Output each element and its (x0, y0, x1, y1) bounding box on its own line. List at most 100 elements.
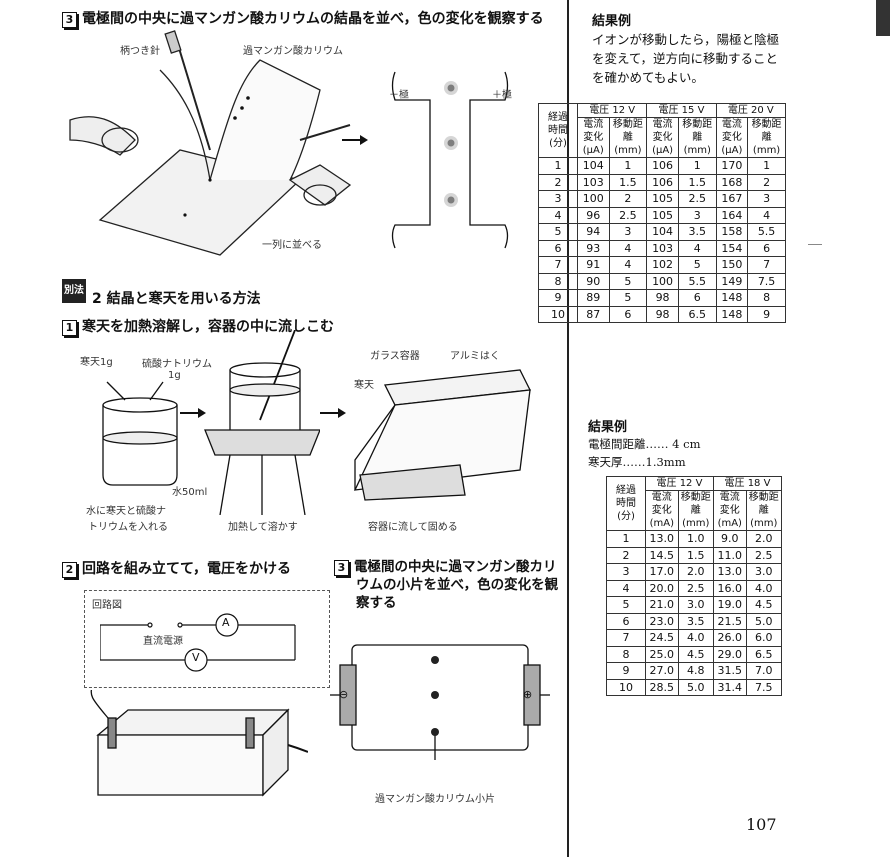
table-cell: 2.5 (677, 579, 714, 597)
table-cell: 106 (646, 157, 679, 175)
result2-thickness: 寒天厚……1.3mm (588, 455, 686, 469)
table-cell: 4.5 (677, 645, 714, 663)
table-cell: 3 (677, 206, 717, 224)
table1-subheader: 電流変化(μA) (646, 117, 679, 158)
table1-group: 電圧 15 V (646, 103, 717, 118)
table1-subheader: 移動距離(mm) (608, 117, 648, 158)
table-cell: 1.0 (677, 530, 714, 548)
table-cell: 6.5 (745, 645, 783, 663)
step-number: 1 (62, 320, 77, 336)
table1-group: 電圧 12 V (576, 103, 648, 118)
table-cell: 150 (715, 256, 749, 274)
table-cell: 11.0 (712, 546, 747, 564)
agar-electrode-diagram (330, 644, 550, 760)
table-cell: 5.5 (747, 223, 786, 241)
step-title: 回路を組み立てて，電圧をかける (82, 561, 292, 577)
table-cell: 1 (747, 157, 786, 175)
table-cell: 2.5 (745, 546, 783, 564)
table-cell: 4.0 (745, 579, 783, 597)
table-cell: 2.5 (608, 206, 648, 224)
table-cell: 103 (646, 239, 679, 257)
table-cell: 170 (715, 157, 749, 175)
table2-subheader: 電流変化(mA) (712, 490, 747, 531)
table-cell: 4.5 (745, 596, 783, 614)
table-cell: 5.0 (745, 612, 783, 630)
method2-title: 2 結晶と寒天を用いる方法 (92, 291, 261, 307)
table-cell: 98 (646, 289, 679, 307)
voltmeter-symbol: V (192, 651, 200, 664)
table-cell: 105 (646, 206, 679, 224)
label-water: 水50ml (172, 487, 208, 498)
corner-line: (分) (549, 138, 567, 149)
table-cell: 7.0 (745, 662, 783, 680)
table-cell: 105 (646, 190, 679, 208)
table2-subheader: 移動距離(mm) (745, 490, 783, 531)
step-title-line3: 察する (356, 595, 397, 611)
table-cell: 100 (646, 272, 679, 290)
label-agar: 寒天1g (80, 357, 113, 368)
circuit-title: 回路図 (92, 600, 122, 611)
table2-corner: 経過 時間 (分) (606, 476, 646, 531)
table-cell: 3 (538, 190, 578, 208)
table-cell: 2 (608, 190, 648, 208)
table-cell: 90 (577, 272, 610, 290)
page-number: 107 (746, 815, 777, 834)
label-needle: 柄つき針 (120, 46, 160, 57)
result2-heading: 結果例 (588, 420, 628, 435)
corner-line: (分) (617, 511, 635, 522)
table-cell: 23.0 (645, 612, 679, 630)
caption-step3: 過マンガン酸カリウム小片 (375, 794, 495, 805)
table-cell: 104 (577, 157, 610, 175)
table-cell: 98 (646, 305, 679, 323)
step-number: 3 (334, 560, 349, 576)
step-title-line2: ウムの小片を並べ，色の変化を観 (356, 577, 559, 593)
table-cell: 1 (677, 157, 717, 175)
table-cell: 4 (747, 206, 786, 224)
table-cell: 9 (538, 289, 578, 307)
label-sodium-g: 1g (168, 370, 181, 381)
label-foil: アルミはく (450, 351, 500, 362)
table-cell: 7 (606, 629, 646, 647)
step2-heading: 2 回路を組み立てて，電圧をかける (62, 558, 291, 578)
table2-subheader: 電流変化(mA) (645, 490, 679, 531)
corner-line: 経過 (548, 112, 568, 123)
result2-distance: 電極間距離…… 4 cm (588, 437, 701, 451)
table-cell: 154 (715, 239, 749, 257)
step-number: 2 (62, 562, 77, 578)
table2-group: 電圧 18 V (712, 476, 783, 491)
table-cell: 8 (538, 272, 578, 290)
table-cell: 167 (715, 190, 749, 208)
crystal-placement-illustration (69, 30, 352, 256)
result1-text-line1: イオンが移動したら，陽極と陰極 (592, 32, 780, 47)
table1-subheader: 移動距離(mm) (747, 117, 786, 158)
column-divider (567, 0, 569, 857)
edge-mark (808, 244, 822, 245)
apparatus-illustration (90, 690, 308, 797)
table1-subheader: 電流変化(μA) (577, 117, 610, 158)
table1-subheader: 移動距離(mm) (677, 117, 717, 158)
table-cell: 2.5 (677, 190, 717, 208)
table-cell: 3 (608, 223, 648, 241)
caption-step1-heat: 加熱して溶かす (228, 522, 298, 533)
table-cell: 7.5 (745, 678, 783, 696)
corner-line: 経過 (616, 485, 636, 496)
ammeter-symbol: A (222, 616, 230, 629)
table-cell: 6 (606, 612, 646, 630)
circuit-diagram (100, 613, 296, 672)
table-cell: 21.5 (712, 612, 747, 630)
edge-tab (876, 0, 890, 36)
method-badge: 別法 (62, 279, 86, 303)
table-cell: 100 (577, 190, 610, 208)
table-cell: 103 (577, 173, 610, 191)
table-cell: 5.5 (677, 272, 717, 290)
table-cell: 2 (538, 173, 578, 191)
